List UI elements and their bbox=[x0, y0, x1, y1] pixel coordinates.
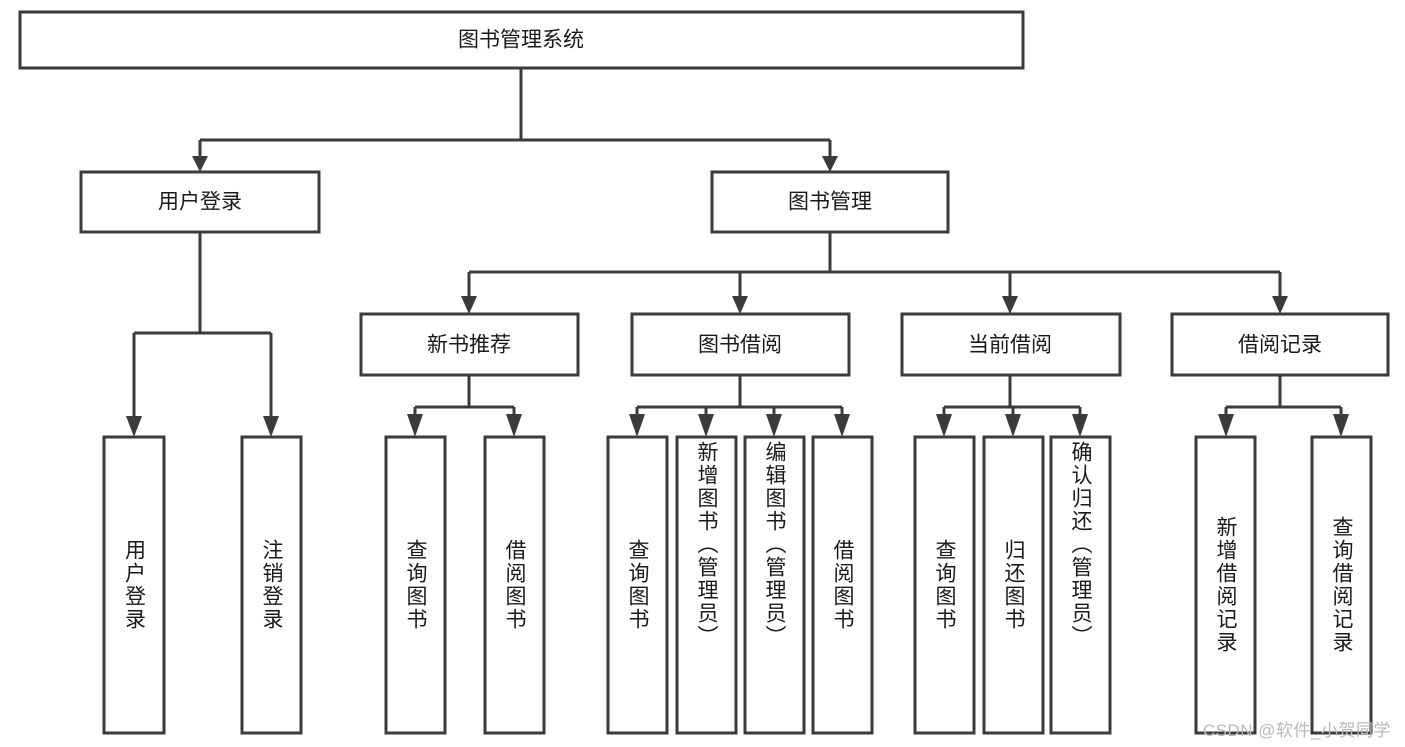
arrow-to-book-borrow bbox=[732, 296, 748, 314]
arrow-to-currentborrow-leaf-3 bbox=[1072, 414, 1088, 437]
root-node-label: 图书管理系统 bbox=[458, 29, 584, 52]
node-borrow-record-label: 借阅记录 bbox=[1238, 334, 1322, 357]
leaf-box-add-record[interactable] bbox=[1194, 435, 1257, 735]
leaf-box-borrow-book-bb[interactable] bbox=[811, 435, 874, 735]
arrow-to-bookborrow-leaf-4 bbox=[834, 414, 850, 437]
root-node-box[interactable] bbox=[18, 10, 1025, 70]
arrow-to-bookborrow-leaf-1 bbox=[629, 414, 645, 437]
node-new-book-recommend[interactable]: 新书推荐 bbox=[359, 312, 580, 377]
node-new-book-recommend-label: 新书推荐 bbox=[427, 334, 511, 357]
node-current-borrow-label: 当前借阅 bbox=[968, 334, 1052, 357]
leaf-boxes-layer bbox=[102, 435, 1373, 735]
arrow-to-leaf-user-login bbox=[126, 416, 142, 437]
leaf-box-query-book-bb[interactable] bbox=[606, 435, 669, 735]
node-book-borrow-label: 图书借阅 bbox=[698, 334, 782, 357]
leaf-box-logout[interactable] bbox=[240, 435, 303, 735]
arrow-to-newbook-leaf-1 bbox=[407, 414, 423, 437]
leaf-box-borrow-book-new[interactable] bbox=[483, 435, 546, 735]
arrow-to-currentborrow-leaf-2 bbox=[1005, 414, 1021, 437]
arrow-to-newbook-leaf-2 bbox=[506, 414, 522, 437]
node-book-management[interactable]: 图书管理 bbox=[710, 170, 950, 234]
leaf-box-return-book[interactable] bbox=[982, 435, 1045, 735]
arrow-to-borrow-record bbox=[1272, 296, 1288, 314]
node-borrow-record-box[interactable] bbox=[1170, 312, 1390, 377]
leaf-box-user-login[interactable] bbox=[102, 435, 166, 735]
arrow-to-book-mgmt bbox=[822, 156, 838, 172]
leaf-box-query-book-cb[interactable] bbox=[913, 435, 976, 735]
leaf-box-edit-book-admin[interactable] bbox=[743, 435, 806, 735]
node-user-login[interactable]: 用户登录 bbox=[79, 170, 321, 234]
node-new-book-recommend-box[interactable] bbox=[359, 312, 580, 377]
arrow-to-new-book bbox=[461, 296, 477, 314]
node-current-borrow[interactable]: 当前借阅 bbox=[900, 312, 1122, 377]
node-user-login-label: 用户登录 bbox=[158, 191, 242, 214]
arrow-to-bookborrow-leaf-3 bbox=[766, 414, 782, 437]
node-book-management-box[interactable] bbox=[710, 170, 950, 234]
arrow-to-leaf-logout bbox=[263, 416, 279, 437]
arrow-to-borrowrecord-leaf-1 bbox=[1218, 414, 1234, 437]
arrow-to-current-borrow bbox=[1002, 296, 1018, 314]
node-book-borrow[interactable]: 图书借阅 bbox=[630, 312, 851, 377]
edges-layer bbox=[126, 68, 1349, 437]
arrow-to-currentborrow-leaf-1 bbox=[936, 414, 952, 437]
leaf-box-query-record[interactable] bbox=[1310, 435, 1373, 735]
leaf-box-confirm-return[interactable] bbox=[1049, 435, 1112, 735]
root-node[interactable]: 图书管理系统 bbox=[18, 10, 1025, 70]
node-book-management-label: 图书管理 bbox=[788, 191, 872, 214]
node-current-borrow-box[interactable] bbox=[900, 312, 1122, 377]
node-book-borrow-box[interactable] bbox=[630, 312, 851, 377]
arrow-to-user-login bbox=[192, 156, 208, 172]
node-user-login-box[interactable] bbox=[79, 170, 321, 234]
leaf-box-add-book-admin[interactable] bbox=[675, 435, 738, 735]
leaf-box-query-book-new[interactable] bbox=[384, 435, 447, 735]
node-borrow-record[interactable]: 借阅记录 bbox=[1170, 312, 1390, 377]
arrow-to-bookborrow-leaf-2 bbox=[698, 414, 714, 437]
arrow-to-borrowrecord-leaf-2 bbox=[1333, 414, 1349, 437]
